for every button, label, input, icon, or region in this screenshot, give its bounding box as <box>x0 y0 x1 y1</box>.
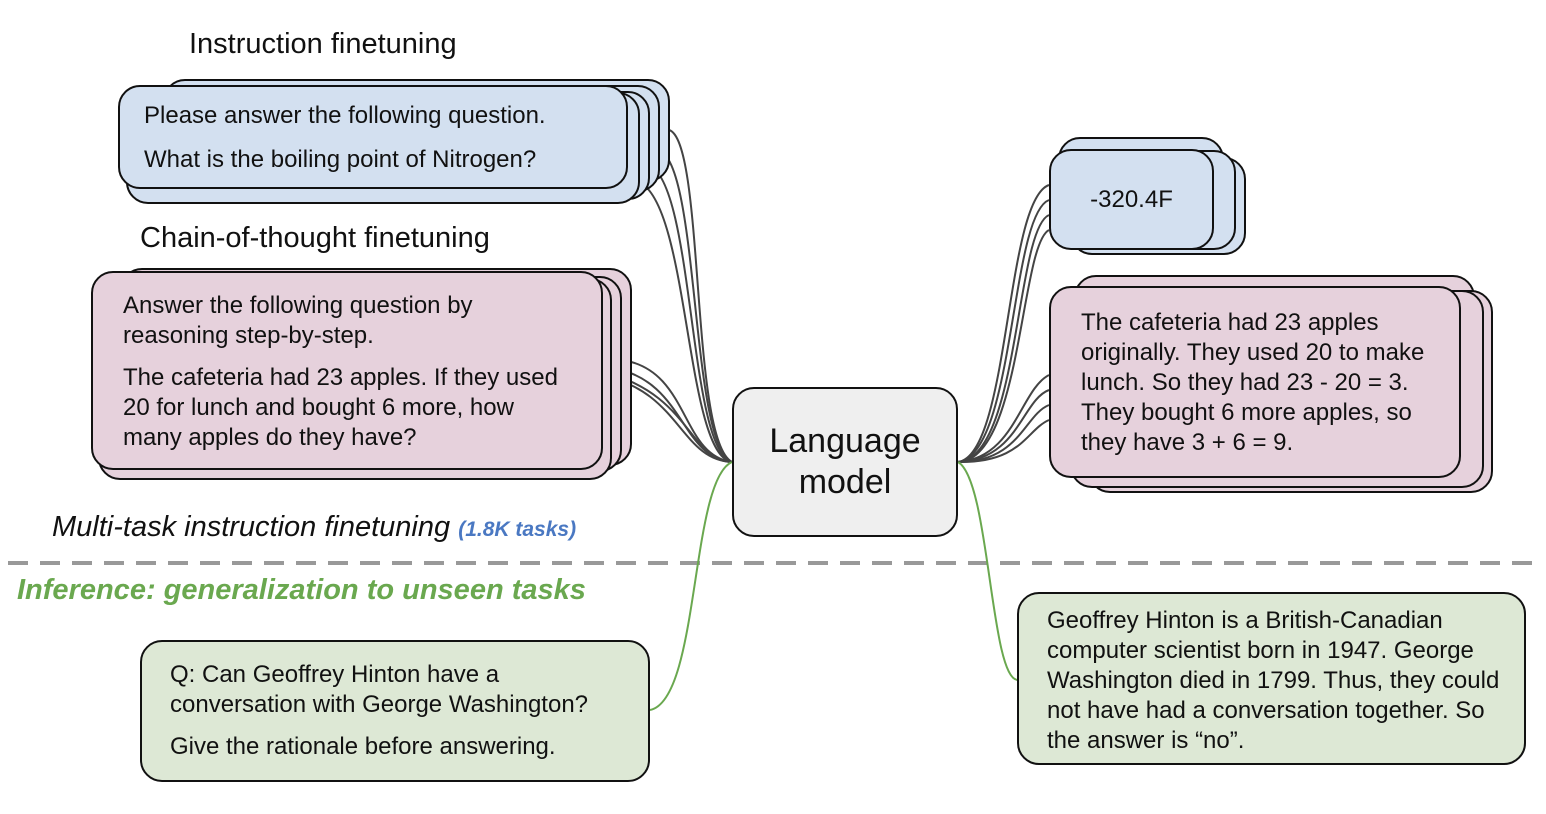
instruction-finetuning-title: Instruction finetuning <box>189 28 457 60</box>
inference-prompt-line2: Give the rationale before answering. <box>170 733 556 760</box>
cot-input-card: Answer the following question by reasoni… <box>91 271 603 470</box>
inference-output-wire <box>957 461 1019 681</box>
instruction-input-card: Please answer the following question. Wh… <box>118 85 628 189</box>
instruction-prompt-line1: Please answer the following question. <box>144 102 546 129</box>
inference-answer-text: Geoffrey Hinton is a British-Canadian co… <box>1047 607 1500 754</box>
multitask-title: Multi-task instruction finetuning (1.8K … <box>52 511 576 544</box>
cot-prompt-line1: Answer the following question by reasoni… <box>123 292 473 349</box>
instruction-answer-text: -320.4F <box>1090 185 1173 213</box>
cot-prompt-line2: The cafeteria had 23 apples. If they use… <box>123 364 558 451</box>
instruction-prompt-line2: What is the boiling point of Nitrogen? <box>144 146 537 173</box>
inference-input-card: Q: Can Geoffrey Hinton have a conversati… <box>140 640 650 782</box>
inference-output-card: Geoffrey Hinton is a British-Canadian co… <box>1017 592 1526 765</box>
output-wires <box>957 184 1050 464</box>
inference-prompt-line1: Q: Can Geoffrey Hinton have a conversati… <box>170 661 589 718</box>
multitask-title-text: Multi-task instruction finetuning <box>52 511 451 543</box>
language-model-label: Language model <box>769 422 921 501</box>
cot-finetuning-title: Chain-of-thought finetuning <box>140 222 490 254</box>
language-model-box: Language model <box>732 387 958 537</box>
inference-title: Inference: generalization to unseen task… <box>17 574 586 606</box>
multitask-count: (1.8K tasks) <box>458 518 577 541</box>
cot-answer-text: The cafeteria had 23 apples originally. … <box>1081 309 1425 456</box>
inference-input-wire <box>649 461 733 711</box>
instruction-input-wires <box>638 129 733 463</box>
cot-answer-card: The cafeteria had 23 apples originally. … <box>1049 286 1461 478</box>
instruction-answer-card: -320.4F <box>1049 149 1214 250</box>
